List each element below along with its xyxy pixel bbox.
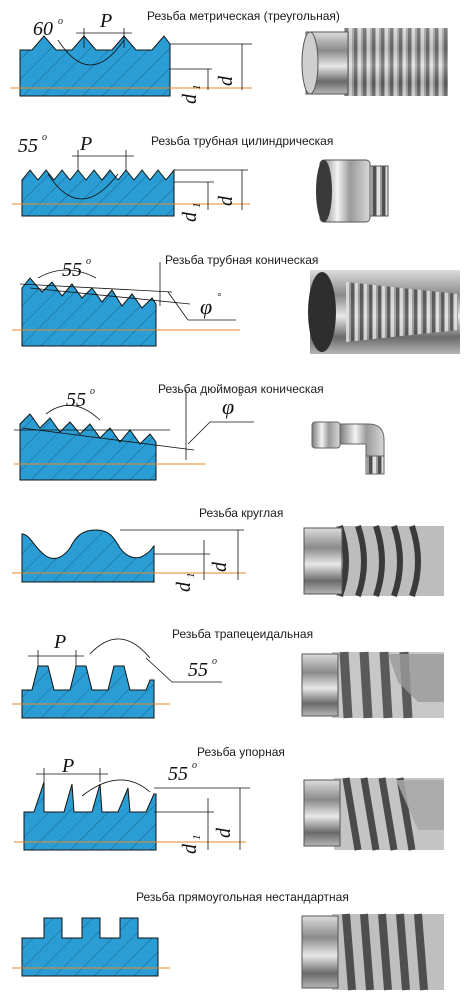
section-pipe-cylindrical-thread: Резьба трубная цилиндрическая 55 o P d d [0, 124, 474, 242]
section-title: Резьба дюймовая коническая [158, 382, 324, 396]
degree-sign: o [86, 256, 91, 267]
angle-label: 55 [168, 763, 188, 785]
pitch-label: P [79, 133, 92, 155]
angle-label: 55 [62, 259, 82, 281]
inch-conical-thread-drawing: 55 o φ ° [14, 386, 254, 481]
pipe-fitting-icon [316, 159, 389, 223]
pitch-label: P [53, 631, 66, 653]
trapezoid-thread-rod-icon [301, 651, 444, 719]
angle-label: 55 [66, 389, 86, 411]
angle-label: 60 [33, 18, 53, 40]
section-title: Резьба упорная [197, 745, 285, 759]
section-metric-thread: Резьба метрическая (треугольная) 60 o P … [0, 0, 474, 118]
degree-sign: o [90, 386, 95, 397]
buttress-thread-drawing: P 55 o d d [14, 755, 250, 854]
degree-sign: ° [217, 292, 221, 303]
round-thread-rod-icon [303, 525, 444, 597]
d1-label: d [179, 93, 201, 104]
section-buttress-thread: Резьба упорная P 55 o d d [0, 742, 474, 866]
section-title: Резьба трубная коническая [165, 253, 319, 267]
section-trapezoidal-thread: Резьба трапецеидальная P 55 o [0, 620, 474, 738]
degree-sign: o [58, 16, 63, 27]
pipe-cylindrical-thread-drawing: 55 o P d d [12, 132, 250, 222]
d1-label: d [179, 843, 201, 854]
section-title: Резьба прямоугольная нестандартная [136, 890, 349, 904]
section-title: Резьба круглая [199, 506, 284, 520]
d-label: d [215, 195, 237, 206]
pipe-conical-thread-drawing: 55 o φ ° [12, 256, 240, 347]
square-thread-rod-icon [301, 913, 444, 991]
pitch-label: P [99, 10, 112, 32]
square-thread-drawing [12, 917, 170, 977]
angle-label: 55 [18, 135, 38, 157]
buttress-thread-rod-icon [303, 777, 444, 851]
section-title: Резьба метрическая (треугольная) [147, 9, 340, 23]
degree-sign: o [42, 132, 47, 143]
pitch-label: P [61, 755, 74, 777]
section-round-thread: Резьба круглая d d [0, 496, 474, 614]
phi-label: φ [222, 394, 234, 419]
d-label: d [215, 75, 237, 86]
phi-label: φ [200, 294, 212, 319]
metric-thread-drawing: 60 o P d d [10, 10, 252, 104]
d-label: d [209, 561, 231, 572]
angle-label: 55 [188, 659, 208, 681]
section-square-thread: Резьба прямоугольная нестандартная [0, 872, 474, 999]
d-label: d [213, 827, 235, 838]
tapered-pipe-icon [308, 270, 460, 354]
threaded-rod-icon [301, 28, 448, 96]
trapezoidal-thread-drawing: P 55 o [12, 631, 222, 719]
degree-sign: o [192, 760, 197, 771]
d1-label: d [173, 581, 195, 592]
section-inch-conical-thread: Резьба дюймовая коническая 55 o φ ° [0, 372, 474, 490]
section-title: Резьба трапецеидальная [172, 627, 314, 641]
d1-label: d [179, 211, 201, 222]
round-thread-drawing: d d [12, 529, 246, 592]
degree-sign: o [212, 656, 217, 667]
section-title: Резьба трубная цилиндрическая [151, 134, 334, 148]
elbow-fitting-icon [311, 421, 385, 475]
degree-sign: ° [238, 392, 242, 403]
section-pipe-conical-thread: Резьба трубная коническая 55 o φ ° [0, 248, 474, 366]
